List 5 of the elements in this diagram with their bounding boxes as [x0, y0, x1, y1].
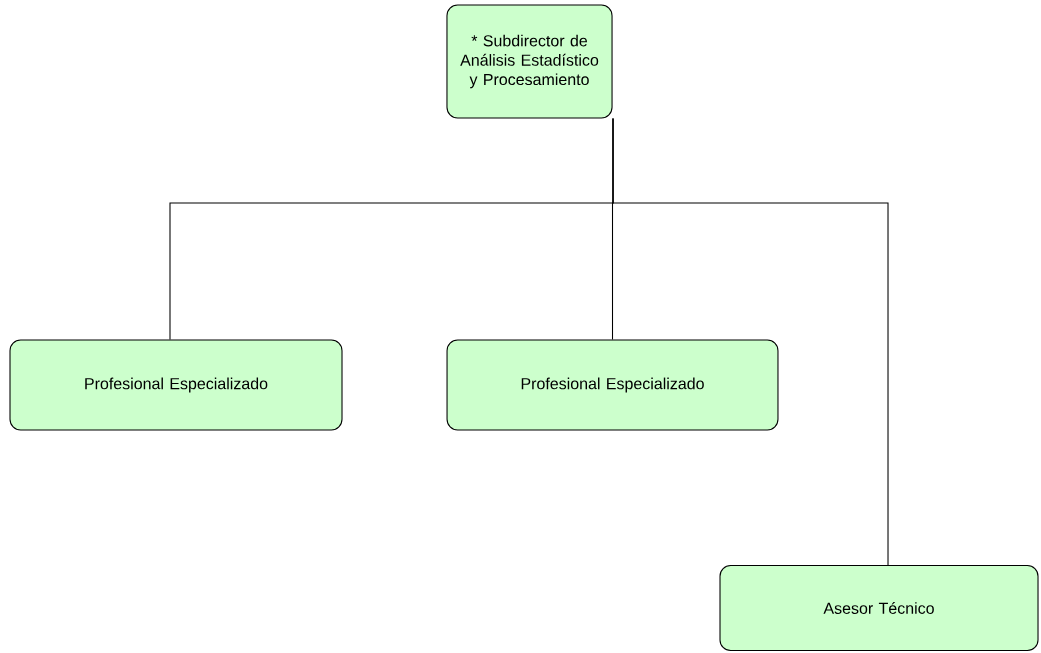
position-box: Asesor Técnico	[719, 564, 1039, 652]
position-box: Profesional Especializado	[9, 339, 343, 431]
connector-line	[612, 118, 889, 566]
position-box: * Subdirector de Análisis Estadístico y Procesamiento	[446, 4, 613, 119]
position-box: Profesional Especializado	[446, 339, 779, 431]
